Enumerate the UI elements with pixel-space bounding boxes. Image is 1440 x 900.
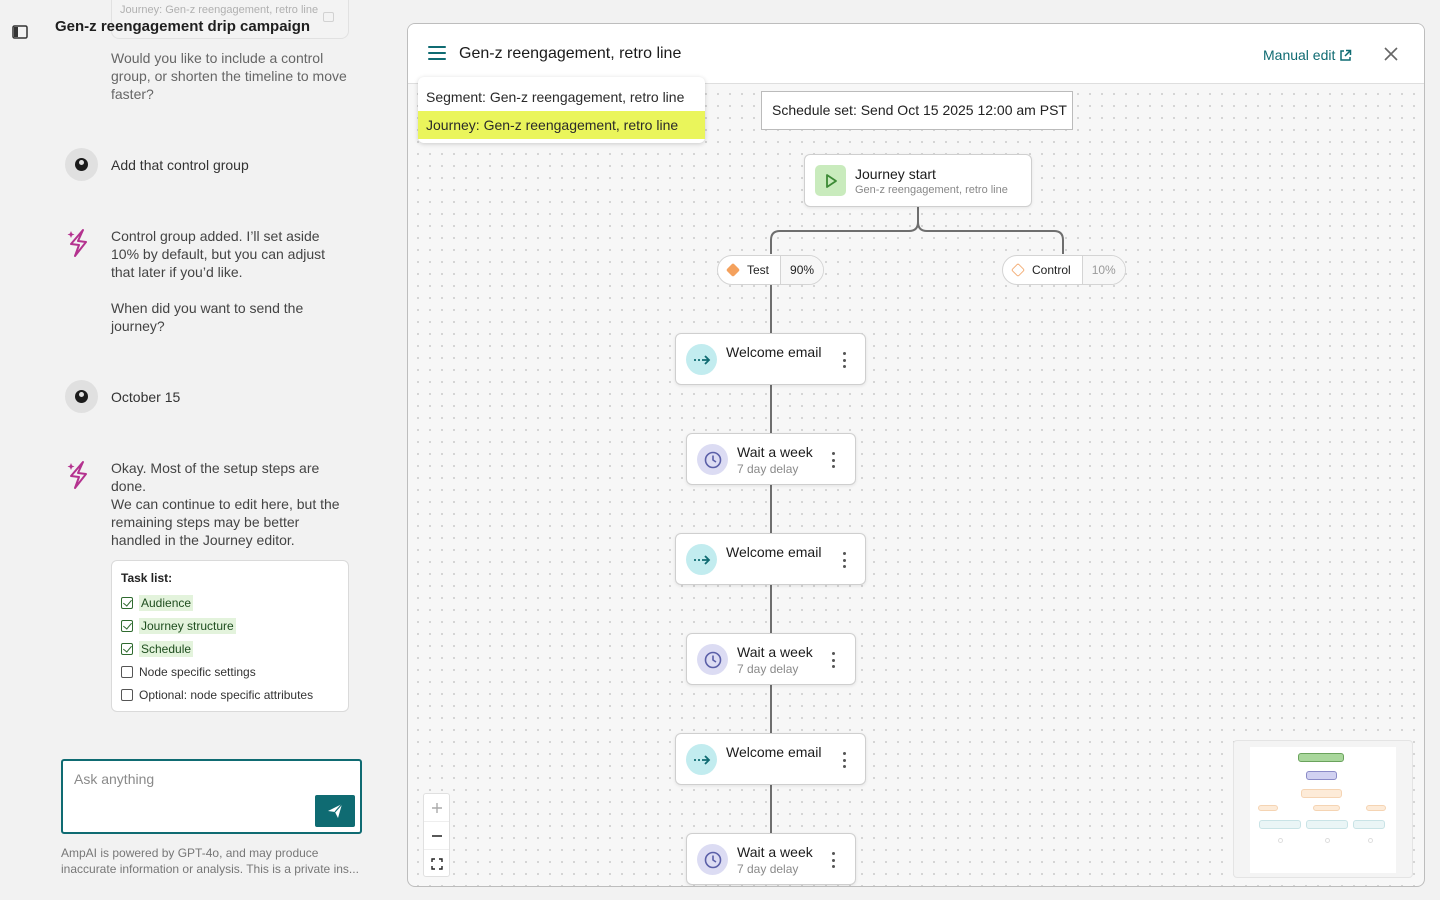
editor-title: Gen-z reengagement, retro line: [459, 45, 682, 62]
node-title: Welcome email: [726, 544, 822, 560]
task-list: Task list: Audience Journey structure Sc…: [111, 560, 349, 712]
chat-input-box[interactable]: [61, 759, 362, 834]
wait-node[interactable]: Wait a week 7 day delay: [686, 633, 856, 685]
external-link-icon: [1340, 49, 1352, 61]
breadcrumb-dropdown: Segment: Gen-z reengagement, retro line …: [418, 77, 705, 143]
split-percent: 10%: [1082, 256, 1125, 284]
journey-editor: Gen-z reengagement, retro line Manual ed…: [407, 23, 1425, 887]
task-list-title: Task list:: [121, 571, 173, 585]
editor-header: Gen-z reengagement, retro line Manual ed…: [408, 24, 1424, 84]
node-title: Wait a week: [737, 444, 813, 460]
menu-icon[interactable]: [428, 46, 446, 60]
schedule-badge: Schedule set: Send Oct 15 2025 12:00 am …: [761, 91, 1073, 130]
node-title: Wait a week: [737, 844, 813, 860]
manual-edit-link[interactable]: Manual edit: [1263, 47, 1352, 63]
ai-message: Would you like to include a control grou…: [111, 50, 347, 102]
split-percent: 90%: [781, 256, 824, 284]
node-subtitle: 7 day delay: [737, 462, 799, 476]
more-options-icon[interactable]: [832, 852, 836, 868]
more-options-icon[interactable]: [843, 552, 847, 568]
panel-icon: [323, 12, 334, 22]
checkbox-unchecked[interactable]: [121, 688, 133, 701]
email-node[interactable]: Welcome email: [675, 533, 866, 585]
minimap[interactable]: [1233, 740, 1413, 878]
email-send-icon: [686, 544, 717, 575]
ghost-journey-chip: Journey: Gen-z reengagement, retro line: [111, 0, 349, 39]
clock-icon: [697, 644, 728, 675]
task-item-node-attributes[interactable]: Optional: node specific attributes: [121, 683, 339, 706]
fit-view-button[interactable]: [424, 850, 449, 878]
clock-icon: [697, 444, 728, 475]
split-control[interactable]: Control 10%: [1002, 255, 1126, 285]
clock-icon: [697, 844, 728, 875]
sidebar-toggle-icon[interactable]: [12, 25, 28, 39]
zoom-out-button[interactable]: [424, 822, 449, 850]
checkbox-unchecked[interactable]: [121, 665, 133, 678]
sparkle-icon: [67, 461, 87, 489]
journey-start-node[interactable]: Journey start Gen-z reengagement, retro …: [804, 154, 1032, 207]
checkbox-checked[interactable]: [121, 596, 133, 609]
zoom-in-button[interactable]: [424, 794, 449, 822]
task-item-node-settings[interactable]: Node specific settings: [121, 660, 339, 683]
start-node-subtitle: Gen-z reengagement, retro line: [855, 184, 1008, 196]
checkbox-checked[interactable]: [121, 642, 133, 655]
play-icon: [815, 165, 846, 196]
diamond-icon: [1010, 262, 1026, 278]
more-options-icon[interactable]: [832, 452, 836, 468]
node-subtitle: 7 day delay: [737, 662, 799, 676]
sparkle-icon: [67, 229, 87, 257]
split-test[interactable]: Test 90%: [717, 255, 825, 285]
user-avatar: [65, 380, 98, 413]
send-icon: [328, 803, 343, 818]
minimap-viewport: [1250, 747, 1396, 873]
more-options-icon[interactable]: [843, 352, 847, 368]
email-node[interactable]: Welcome email: [675, 333, 866, 385]
task-item-audience[interactable]: Audience: [121, 591, 339, 614]
chat-title: Gen-z reengagement drip campaign: [55, 18, 311, 35]
user-message: Add that control group: [111, 157, 249, 173]
user-avatar: [65, 148, 98, 181]
task-item-journey-structure[interactable]: Journey structure: [121, 614, 339, 637]
ai-message: When did you want to send the journey?: [111, 300, 304, 334]
diamond-icon: [725, 262, 741, 278]
node-subtitle: 7 day delay: [737, 862, 799, 876]
chat-input[interactable]: [74, 771, 304, 787]
wait-node[interactable]: Wait a week 7 day delay: [686, 833, 856, 885]
start-node-title: Journey start: [855, 166, 936, 182]
node-title: Welcome email: [726, 344, 822, 360]
task-item-schedule[interactable]: Schedule: [121, 637, 339, 660]
more-options-icon[interactable]: [832, 652, 836, 668]
disclaimer: AmpAI is powered by GPT-4o, and may prod…: [61, 846, 359, 876]
more-options-icon[interactable]: [843, 752, 847, 768]
journey-connectors: [770, 207, 1064, 834]
close-icon[interactable]: [1383, 46, 1399, 62]
node-title: Wait a week: [737, 644, 813, 660]
zoom-controls: [423, 793, 450, 877]
plus-icon: [431, 802, 442, 813]
node-title: Welcome email: [726, 744, 822, 760]
dropdown-item-segment[interactable]: Segment: Gen-z reengagement, retro line: [426, 89, 685, 105]
email-send-icon: [686, 344, 717, 375]
ai-message: Control group added. I’ll set aside 10% …: [111, 228, 326, 280]
send-button[interactable]: [315, 795, 355, 827]
ghost-chip-label: Journey: Gen-z reengagement, retro line: [120, 4, 319, 16]
minus-icon: [431, 834, 442, 837]
dropdown-item-journey[interactable]: Journey: Gen-z reengagement, retro line: [418, 111, 705, 139]
user-message: October 15: [111, 389, 181, 405]
ai-message: Okay. Most of the setup steps are done.: [111, 460, 320, 494]
checkbox-checked[interactable]: [121, 619, 133, 632]
email-node[interactable]: Welcome email: [675, 733, 866, 785]
email-send-icon: [686, 744, 717, 775]
ai-message: We can continue to edit here, but the re…: [111, 496, 340, 548]
fit-view-icon: [430, 858, 443, 870]
wait-node[interactable]: Wait a week 7 day delay: [686, 433, 856, 485]
